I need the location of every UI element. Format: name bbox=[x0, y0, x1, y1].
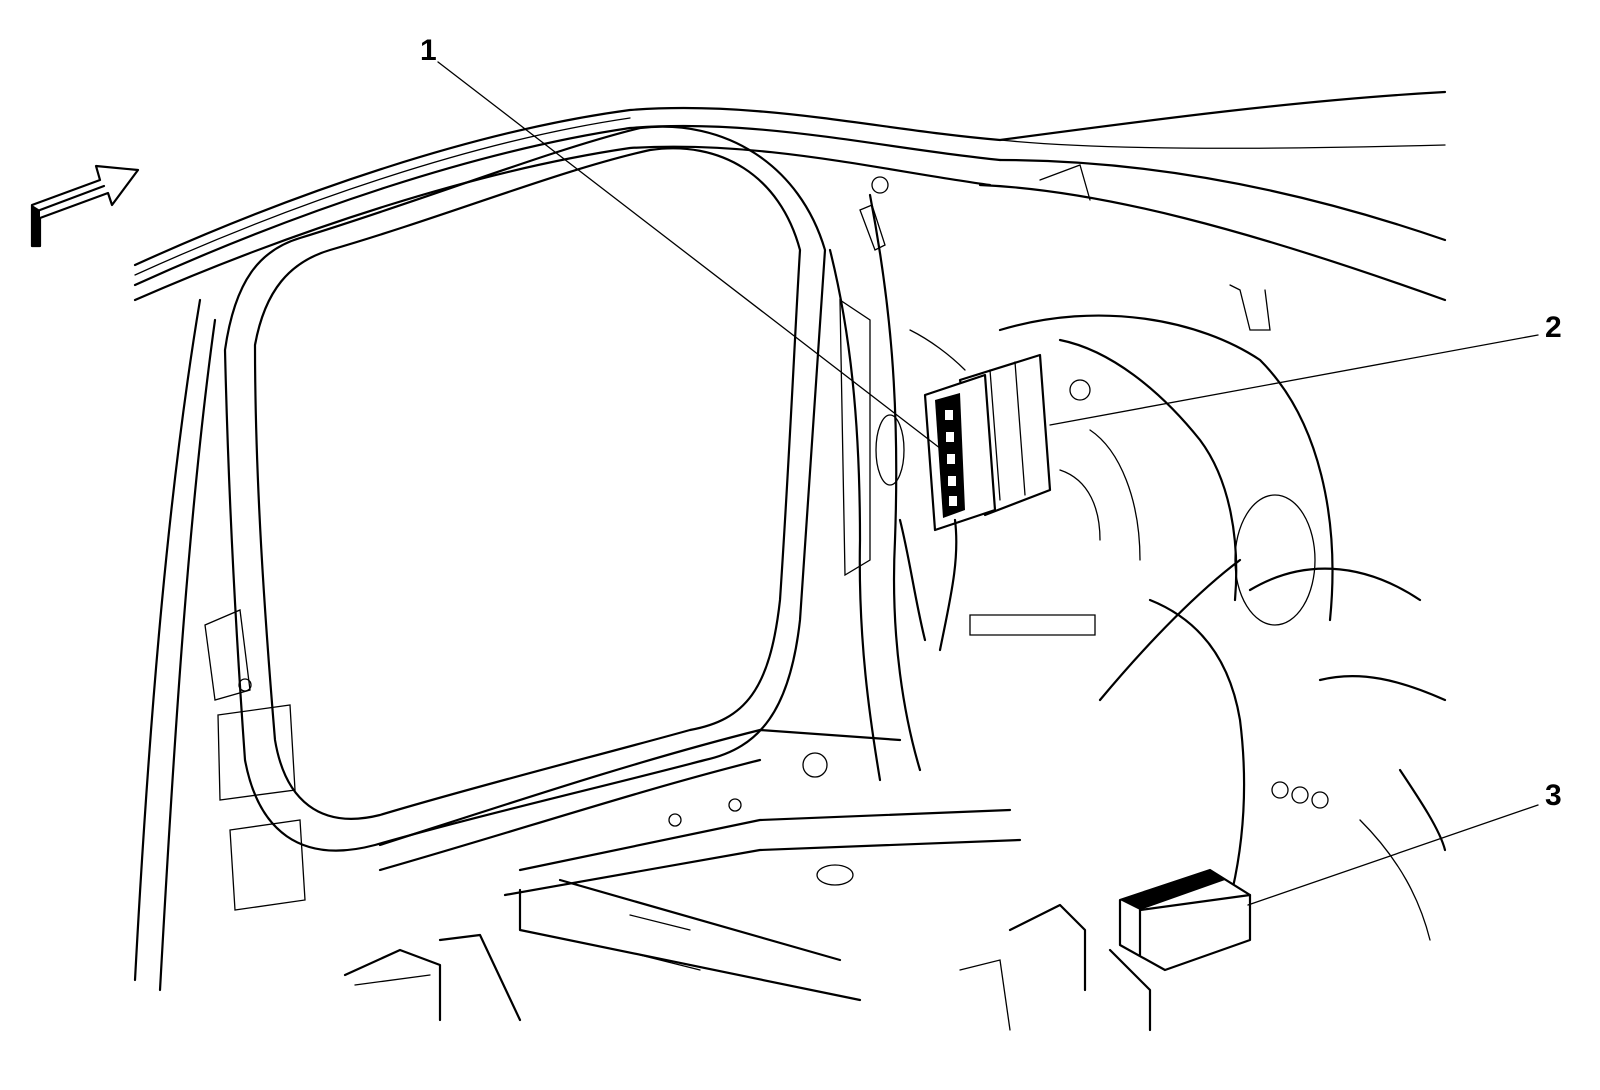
floor-module bbox=[959, 868, 1252, 1032]
front-direction-arrow-icon bbox=[30, 164, 140, 248]
front-door-opening bbox=[223, 125, 827, 852]
roof-rail bbox=[133, 90, 1447, 331]
callout-2-label: 2 bbox=[1545, 311, 1562, 344]
callout-3-label: 3 bbox=[1545, 779, 1562, 812]
callout-leaders bbox=[437, 61, 1539, 906]
b-pillar bbox=[802, 176, 922, 782]
control-module-assembly bbox=[898, 329, 1052, 652]
rear-body-structure bbox=[969, 314, 1447, 941]
hinge-pillar bbox=[133, 298, 306, 992]
floor-pan bbox=[343, 728, 1022, 1022]
callout-1-label: 1 bbox=[420, 34, 437, 67]
